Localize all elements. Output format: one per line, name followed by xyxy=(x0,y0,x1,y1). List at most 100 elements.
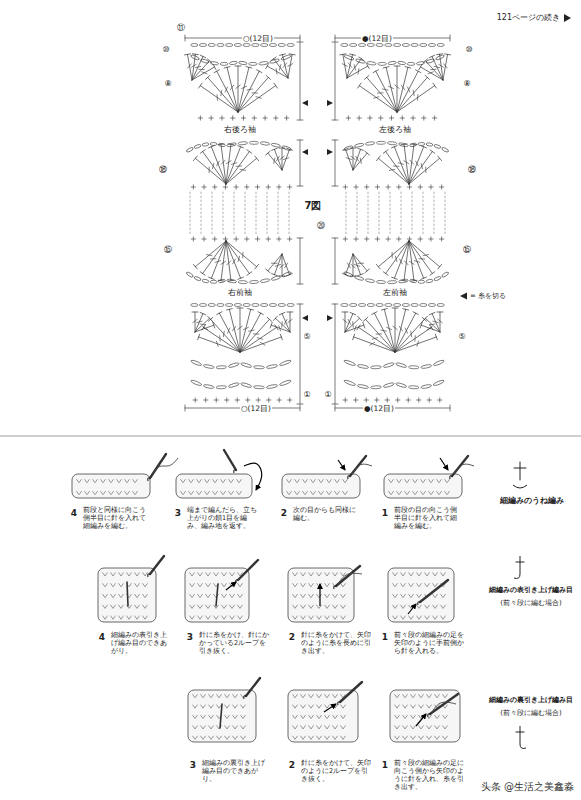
double-crochet-symbol xyxy=(437,312,443,313)
stitch-mark xyxy=(317,572,322,576)
chain-stitch-symbol xyxy=(426,58,435,63)
stitch-mark xyxy=(230,594,235,598)
chain-stitch-symbol xyxy=(408,365,419,369)
stitch-mark xyxy=(417,605,422,609)
chain-stitch-symbol xyxy=(396,362,407,368)
single-crochet-symbol xyxy=(429,398,430,402)
double-crochet-symbol xyxy=(279,312,285,314)
stitch-mark xyxy=(393,594,398,598)
row-number: ⑧ xyxy=(462,79,471,89)
stitch-mark xyxy=(201,694,206,698)
stitch-mark xyxy=(238,616,243,620)
stitch-mark xyxy=(405,491,410,495)
chain-stitch-symbol xyxy=(370,385,381,389)
fabric-swatch xyxy=(188,690,256,742)
stitch-mark xyxy=(301,725,306,729)
double-crochet-symbol xyxy=(435,334,437,340)
stitch-mark xyxy=(119,616,124,620)
stitch-mark xyxy=(309,572,314,576)
step-number: 2 xyxy=(288,632,296,643)
stitch-mark xyxy=(143,605,148,609)
chain-stitch-symbol xyxy=(385,44,392,47)
chain-stitch-symbol xyxy=(249,62,258,65)
double-crochet-symbol xyxy=(198,334,200,340)
stitch-mark xyxy=(309,605,314,609)
single-crochet-symbol xyxy=(200,116,201,120)
double-crochet-symbol xyxy=(431,69,437,70)
chain-stitch-symbol xyxy=(409,143,417,147)
stitch-mark xyxy=(225,715,230,719)
chain-stitch-symbol xyxy=(271,275,281,281)
crochet-hook xyxy=(334,586,336,589)
joining-line xyxy=(212,192,213,234)
stitch-mark xyxy=(317,594,322,598)
double-crochet-symbol xyxy=(192,67,215,80)
double-crochet-symbol xyxy=(192,312,198,313)
stitch-mark xyxy=(85,491,90,495)
stitch-mark xyxy=(190,605,195,609)
row-bracket xyxy=(297,238,303,239)
stitch-mark xyxy=(293,694,298,698)
single-crochet-symbol xyxy=(420,237,421,241)
double-crochet-symbol xyxy=(238,146,244,148)
chain-stitch-symbol xyxy=(227,142,237,147)
stitch-mark xyxy=(393,572,398,576)
chain-stitch-symbol xyxy=(199,304,206,307)
chain-stitch-symbol xyxy=(407,62,415,65)
stitch-mark xyxy=(413,479,418,483)
stitch-mark xyxy=(103,605,108,609)
stitch-mark xyxy=(222,616,227,620)
single-crochet-symbol xyxy=(366,398,367,402)
row-bracket xyxy=(297,284,303,285)
stitch-mark xyxy=(206,583,211,587)
crochet-hook xyxy=(148,574,150,577)
double-crochet-symbol xyxy=(247,89,253,90)
double-crochet-symbol xyxy=(266,151,271,155)
stitch-mark xyxy=(213,479,218,483)
single-crochet-symbol xyxy=(420,185,421,189)
stitch-mark xyxy=(103,572,108,576)
stitch-name: 細編みのうね編み xyxy=(499,496,565,505)
double-crochet-symbol xyxy=(425,61,443,80)
double-crochet-symbol xyxy=(421,277,427,279)
chain-stitch-symbol xyxy=(397,61,405,65)
stitch-mark xyxy=(325,694,330,698)
double-crochet-symbol xyxy=(290,312,291,332)
chain-stitch-symbol xyxy=(194,276,202,281)
width-bracket xyxy=(450,35,451,41)
joining-line xyxy=(256,192,257,234)
stitch-mark xyxy=(327,491,332,495)
fabric-swatch xyxy=(388,568,454,622)
double-crochet-symbol xyxy=(240,327,276,352)
double-crochet-symbol xyxy=(358,263,364,264)
double-crochet-symbol xyxy=(232,326,235,330)
stitch-mark xyxy=(317,715,322,719)
stitch-mark xyxy=(393,616,398,620)
stitch-mark xyxy=(233,736,238,740)
double-crochet-symbol xyxy=(249,330,255,331)
double-crochet-symbol xyxy=(387,327,392,329)
chain-stitch-symbol xyxy=(421,384,432,389)
crochet-hook xyxy=(148,478,150,481)
chain-stitch-symbol xyxy=(398,279,408,283)
stitch-mark xyxy=(441,616,446,620)
double-crochet-symbol xyxy=(268,254,282,271)
double-crochet-symbol xyxy=(282,149,290,170)
double-crochet-symbol xyxy=(227,67,238,112)
direction-arrow xyxy=(324,704,336,712)
stitch-mark xyxy=(135,572,140,576)
stitch-mark xyxy=(343,479,348,483)
double-crochet-symbol xyxy=(354,337,395,352)
stitch-mark xyxy=(389,491,394,495)
double-crochet-symbol xyxy=(376,264,380,269)
double-crochet-symbol xyxy=(193,156,197,161)
width-bracket xyxy=(335,405,336,411)
row-number: ⑩ xyxy=(464,45,473,55)
single-crochet-symbol xyxy=(236,237,237,241)
chain-stitch-symbol xyxy=(271,143,281,148)
double-crochet-symbol xyxy=(217,312,222,315)
double-crochet-symbol xyxy=(439,64,444,67)
stitch-symbol xyxy=(514,556,520,579)
single-crochet-symbol xyxy=(345,185,346,189)
stitch-mark xyxy=(325,736,330,740)
